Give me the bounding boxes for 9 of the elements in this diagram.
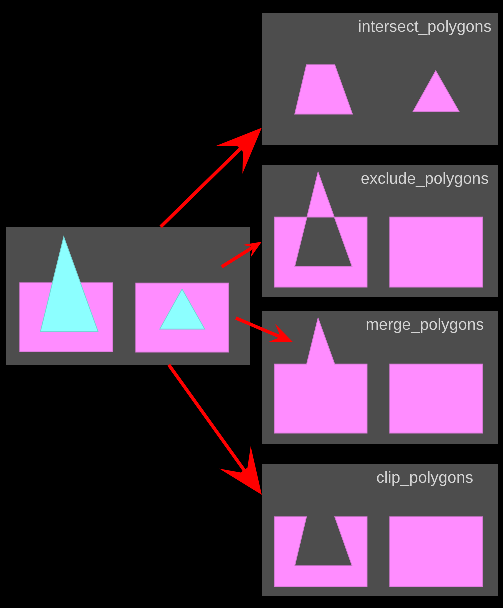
panel-title: exclude_polygons (360, 171, 490, 189)
result-panel (262, 13, 498, 145)
panel-title: merge_polygons (366, 317, 484, 335)
result-panel (262, 165, 498, 297)
source-panel (6, 227, 250, 365)
panel-title: clip_polygons (376, 470, 474, 488)
result-panel (262, 311, 498, 444)
panel-title: intersect_polygons (358, 19, 492, 37)
result-panel (262, 464, 498, 596)
